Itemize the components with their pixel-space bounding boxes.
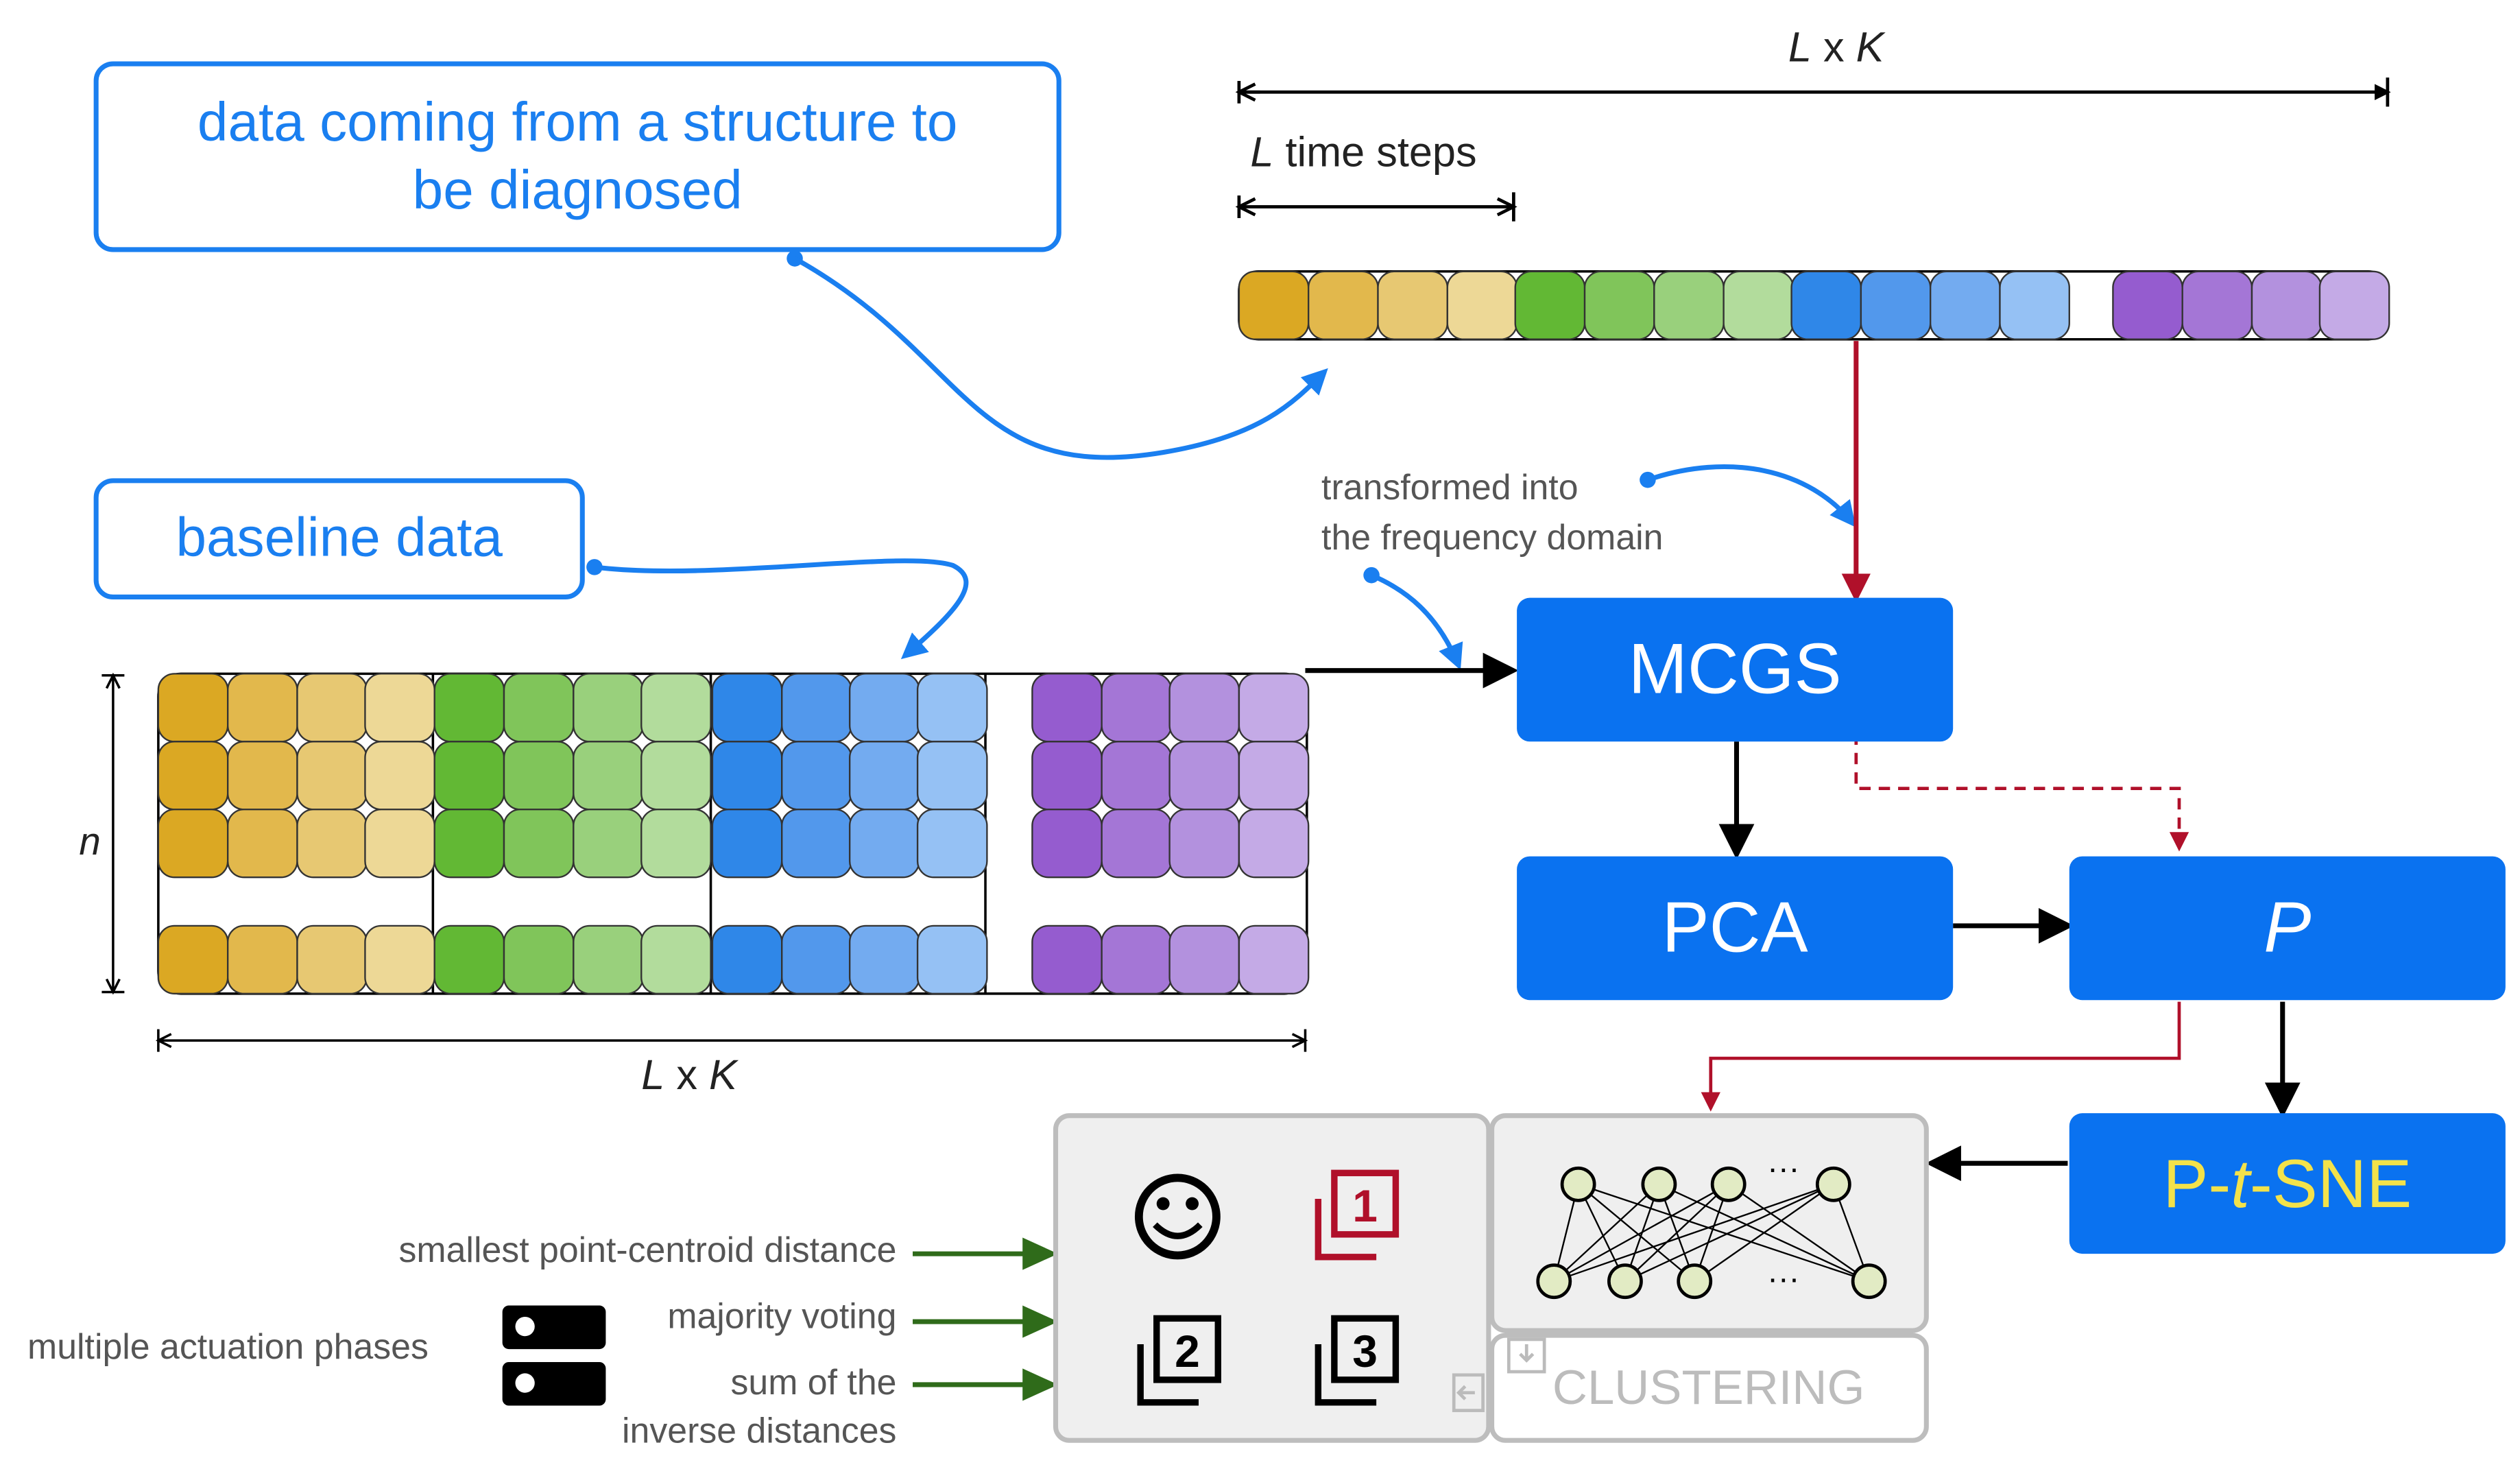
baseline-callout-connector — [594, 558, 969, 660]
pca-label: PCA — [1661, 887, 1808, 967]
filter-two-digit: 2 — [1175, 1326, 1200, 1376]
actuation-phases-icon — [502, 1305, 606, 1406]
p-box: P — [2069, 856, 2506, 1001]
transform-annotation-line1: transformed into — [1321, 466, 1579, 508]
network-edge — [1553, 1183, 1729, 1283]
baseline-data-callout: baseline data — [93, 478, 585, 600]
actuation-phases-label: multiple actuation phases — [27, 1326, 429, 1368]
sequence-cell — [1999, 270, 2070, 340]
ptsne-label-suffix: -SNE — [2249, 1145, 2412, 1221]
top-total-label: L x K — [1788, 22, 1884, 71]
network-edge — [1624, 1183, 1729, 1283]
structure-callout-line1: data coming from a structure to — [197, 92, 958, 154]
matrix-cell — [640, 809, 712, 879]
network-edge — [1694, 1183, 1834, 1283]
download-icon — [1507, 1337, 1546, 1374]
strategy-label-majority-voting: majority voting — [667, 1296, 897, 1337]
p-to-network-arrow — [1701, 1001, 2181, 1112]
network-node — [1815, 1166, 1851, 1202]
matrix-cell — [640, 925, 712, 994]
neural-network-icon — [1536, 1166, 1887, 1300]
structure-to-p-dashed-arrow — [1854, 597, 2189, 852]
strategy-label-sum-line2: inverse distances — [622, 1410, 897, 1451]
transform-annotation-connector-top — [1646, 464, 1856, 527]
filter-three-icon: 3 — [1315, 1315, 1400, 1406]
network-edge — [1577, 1183, 1695, 1283]
network-edge — [1578, 1183, 1870, 1283]
p-label: P — [2264, 887, 2312, 967]
transform-annotation-connector-bottom — [1370, 573, 1463, 671]
filter-three-digit: 3 — [1352, 1326, 1378, 1376]
transform-annotation-line2: the frequency domain — [1321, 516, 1664, 558]
sequence-cell — [2318, 270, 2390, 340]
structure-data-callout: data coming from a structure to be diagn… — [93, 61, 1061, 252]
matrix-cell — [916, 809, 988, 879]
matrix-cell — [916, 925, 988, 994]
mcgs-label: MCGS — [1628, 629, 1842, 709]
ptsne-label-t: t — [2231, 1145, 2250, 1221]
network-node — [1677, 1263, 1713, 1300]
strategies-panel — [1053, 1113, 1491, 1443]
network-ellipsis-top: ··· — [1767, 1150, 1799, 1186]
network-node — [1710, 1166, 1747, 1202]
network-edge — [1553, 1183, 1834, 1283]
network-node — [1607, 1263, 1643, 1300]
time-steps-label: L time steps — [1250, 128, 1477, 176]
network-node — [1851, 1263, 1887, 1300]
matrix-cell — [1238, 925, 1310, 994]
strategy-label-sum-line1: sum of the — [730, 1361, 897, 1403]
strategy-label-smallest-distance: smallest point-centroid distance — [398, 1229, 897, 1270]
clustering-label: CLUSTERING — [1552, 1361, 1865, 1416]
ptsne-label-prefix: P- — [2163, 1145, 2231, 1221]
network-edge — [1553, 1183, 1660, 1283]
filter-one-icon: 1 — [1315, 1169, 1400, 1261]
structure-callout-connector — [793, 256, 1328, 460]
filter-two-icon: 2 — [1137, 1315, 1221, 1406]
pca-box: PCA — [1517, 856, 1954, 1001]
transform-annotation: transformed into the frequency domain — [1321, 462, 1663, 562]
matrix-cell — [1238, 809, 1310, 879]
network-node — [1641, 1166, 1677, 1202]
network-edge — [1728, 1183, 1870, 1283]
mcgs-box: MCGS — [1517, 597, 1954, 742]
smiley-icon — [1134, 1173, 1221, 1260]
ptsne-box: P-t-SNE — [2069, 1113, 2506, 1254]
network-node — [1560, 1166, 1596, 1202]
clustering-panel — [1489, 1333, 1929, 1443]
network-ellipsis-bottom: ··· — [1767, 1260, 1799, 1296]
network-edge — [1577, 1184, 1626, 1282]
rows-label: n — [79, 820, 101, 865]
bottom-total-label: L x K — [641, 1050, 737, 1099]
input-icon — [1452, 1373, 1485, 1412]
structure-callout-line2: be diagnosed — [412, 160, 743, 222]
baseline-callout-text: baseline data — [176, 507, 503, 569]
filter-one-digit: 1 — [1352, 1180, 1378, 1231]
network-edge — [1624, 1183, 1834, 1283]
network-node — [1536, 1263, 1572, 1300]
